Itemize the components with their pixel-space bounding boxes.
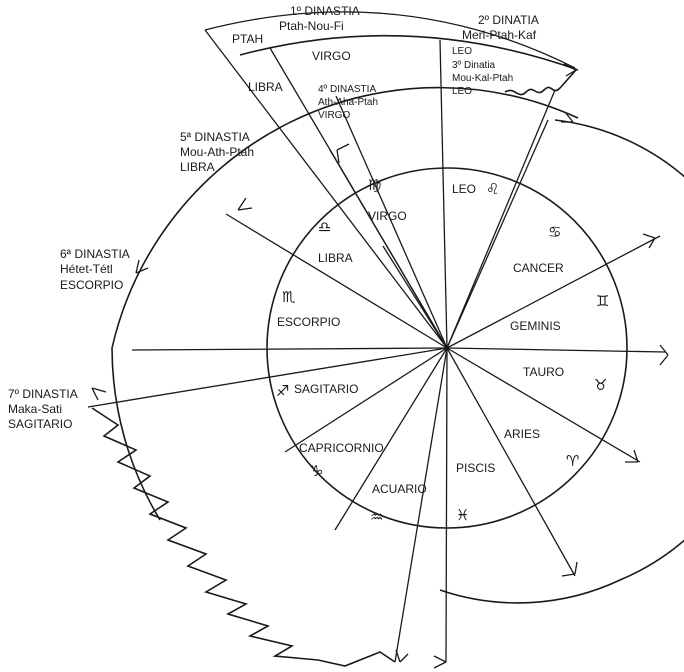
dynasty-title: 6ª DINASTIA (60, 247, 130, 261)
cancer-glyph-icon: ♋ (548, 223, 561, 241)
leo-label: LEO (452, 46, 472, 57)
sign-piscis: PISCIS ♓ (456, 461, 495, 524)
dynasty-5: 5ª DINASTIA Mou-Ath-Ptah LIBRA (180, 130, 254, 174)
sign-label: VIRGO (368, 209, 407, 223)
piscis-glyph-icon: ♓ (456, 506, 469, 524)
top-band-arc (239, 34, 579, 71)
sign-capricornio: CAPRICORNIO ♑ (299, 441, 384, 480)
sign-escorpio: ESCORPIO ♏ (277, 288, 340, 329)
sign-sagitario: SAGITARIO ♐ (276, 382, 358, 400)
dynasty-7: 7º DINASTIA Maka-Sati SAGITARIO (8, 387, 78, 431)
radial-lines (87, 29, 666, 663)
dynasty-name: Mou-Ath-Ptah (180, 145, 254, 159)
dynasty-1: 1º DINASTIA Ptah-Nou-Fi (279, 4, 360, 33)
top-band-arc-inner (204, 11, 576, 69)
dynasty-title: 5ª DINASTIA (180, 130, 250, 144)
leo-glyph-icon: ♌ (486, 180, 499, 198)
sign-acuario: ACUARIO ♒ (370, 482, 427, 526)
sign-label: CANCER (513, 261, 564, 275)
aries-glyph-icon: ♈ (566, 452, 579, 470)
zigzag-top-right (504, 69, 577, 96)
outer-virgo-label: VIRGO (312, 49, 351, 63)
sign-label: PISCIS (456, 461, 495, 475)
dynasty-name: Hétet-Tétl (60, 262, 113, 276)
outer-libra-label: LIBRA (248, 80, 283, 94)
outer-arc (111, 86, 579, 521)
sign-label: CAPRICORNIO (299, 441, 384, 455)
libra-glyph-icon: ♎ (318, 218, 331, 236)
dynasty-name: Maka-Sati (8, 402, 62, 416)
dynasty-3: LEO 3º Dinatia Mou-Kal-Ptah LEO (452, 46, 513, 97)
tauro-glyph-icon: ♉ (594, 376, 607, 394)
sign-virgo: VIRGO ♍ (368, 176, 407, 223)
dynasty-4: 4º DINASTIA Ath-Aha-Ptah VIRGO (318, 84, 378, 121)
dynasty-2: 2º DINATIA Meri-Ptah-Kaf (462, 13, 539, 42)
sign-label: LIBRA (318, 251, 353, 265)
sign-label: ARIES (504, 427, 540, 441)
dynasty-sign: ESCORPIO (60, 278, 123, 292)
sign-label: ESCORPIO (277, 315, 340, 329)
sagitario-glyph-icon: ♐ (276, 382, 289, 400)
dynasty-sign: LIBRA (180, 160, 215, 174)
dynasty-title: 1º DINASTIA (290, 4, 360, 18)
sign-label: TAURO (523, 365, 564, 379)
dynasty-title: 4º DINASTIA (318, 84, 376, 95)
zigzag-bottom-left (91, 407, 396, 667)
dynasty-title: 2º DINATIA (478, 13, 539, 27)
sign-geminis: GEMINIS ♊ (510, 292, 609, 333)
sign-label: LEO (452, 182, 476, 196)
outer-right-arc (439, 119, 684, 604)
dynasty-name: Mou-Kal-Ptah (452, 73, 513, 84)
sign-label: SAGITARIO (294, 382, 358, 396)
capricornio-glyph-icon: ♑ (310, 462, 323, 480)
sign-libra: LIBRA ♎ (318, 218, 353, 265)
escorpio-glyph-icon: ♏ (282, 288, 296, 306)
dynasty-6: 6ª DINASTIA Hétet-Tétl ESCORPIO (60, 247, 130, 292)
dynasty-title: 7º DINASTIA (8, 387, 78, 401)
dynasty-name: Ptah-Nou-Fi (279, 19, 344, 33)
leo-label: LEO (452, 86, 472, 97)
sign-leo: LEO ♌ (452, 180, 499, 198)
sign-cancer: CANCER ♋ (513, 223, 564, 275)
dynasty-title: 3º Dinatia (452, 60, 496, 71)
dynasty-sign: SAGITARIO (8, 417, 72, 431)
sign-label: GEMINIS (510, 319, 561, 333)
dynasty-name: Meri-Ptah-Kaf (462, 28, 537, 42)
acuario-glyph-icon: ♒ (370, 508, 383, 526)
sign-aries: ARIES ♈ (504, 427, 579, 470)
ptah-label: PTAH (232, 32, 263, 46)
arrowheads (91, 63, 669, 669)
sign-tauro: TAURO ♉ (523, 365, 607, 394)
geminis-glyph-icon: ♊ (596, 292, 609, 310)
dynasty-sign: VIRGO (318, 110, 350, 121)
dynasty-name: Ath-Aha-Ptah (318, 97, 378, 108)
virgo-glyph-icon: ♍ (368, 176, 381, 194)
sign-label: ACUARIO (372, 482, 427, 496)
